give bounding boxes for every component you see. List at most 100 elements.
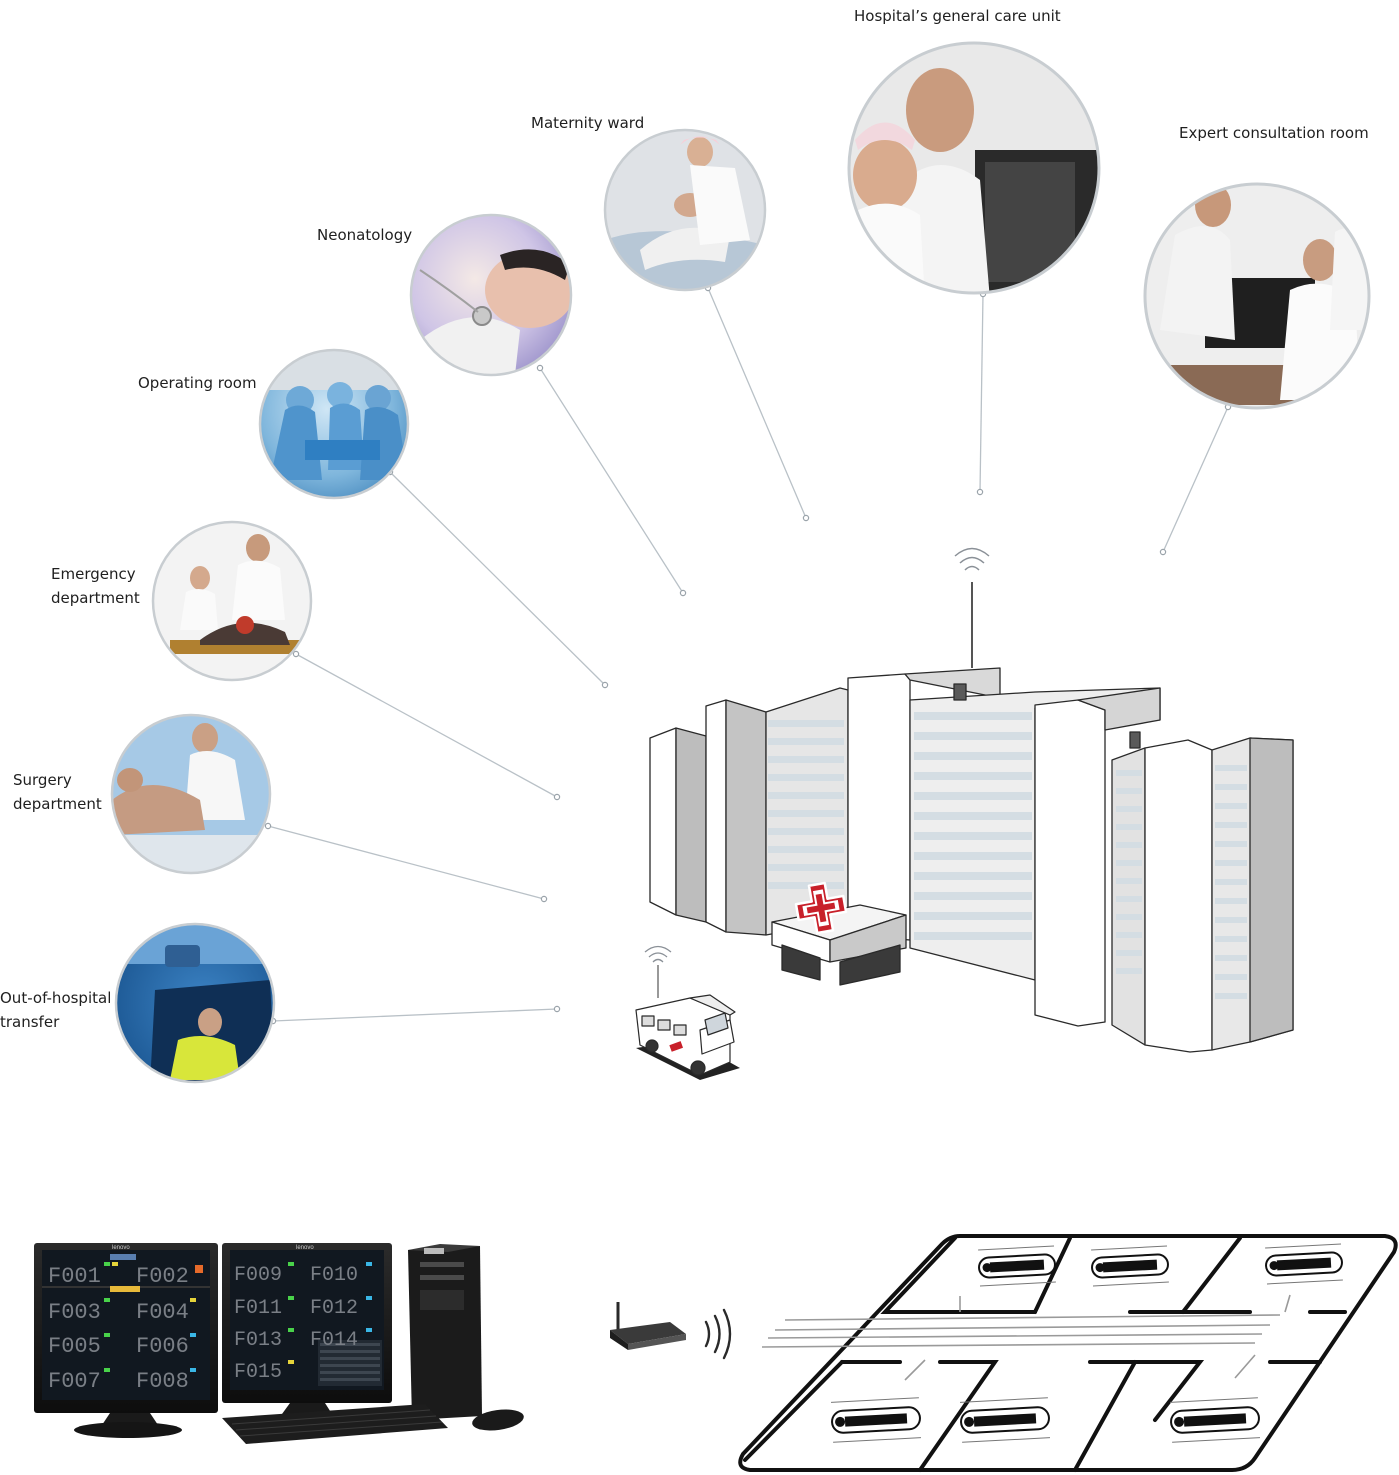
corridor-lines xyxy=(761,1294,1291,1381)
monitor-left-brand: lenovo xyxy=(112,1245,130,1251)
circle-border xyxy=(151,520,313,682)
wireless-router xyxy=(610,1302,732,1360)
bed-label: F009 xyxy=(234,1264,282,1287)
connector-surgery xyxy=(267,825,545,900)
vital-readouts-left xyxy=(104,1262,203,1372)
patient-bed-icon xyxy=(830,1397,922,1443)
monitor-right-brand: lenovo xyxy=(296,1245,314,1251)
monitor-left: F001 F002 F003 F004 F005 F006 F007 F008 … xyxy=(34,1243,218,1438)
circle-border xyxy=(114,922,276,1084)
label-surgery-line2: department xyxy=(13,795,102,813)
bed-label: F011 xyxy=(234,1297,282,1320)
pc-tower xyxy=(408,1246,482,1420)
bed-label: F007 xyxy=(48,1369,101,1394)
dot xyxy=(553,1005,561,1013)
photo-out-of-hospital-transfer xyxy=(114,922,276,1084)
upper-room-walls xyxy=(880,1236,1347,1314)
keyboard-keys xyxy=(231,1409,443,1437)
label-emergency-line1: Emergency xyxy=(51,565,136,583)
circle-border xyxy=(1143,182,1371,410)
patient-bed-icon xyxy=(1265,1243,1343,1285)
windows-right-inner xyxy=(1116,770,1142,974)
ward-floor-plan xyxy=(738,1234,1398,1472)
label-operating-room: Operating room xyxy=(138,374,257,392)
label-out-of-hospital-transfer: Out-of-hospital transfer xyxy=(0,986,111,1034)
label-expert-consultation-room: Expert consultation room xyxy=(1179,124,1369,142)
connector-neonatology xyxy=(539,367,684,594)
dot xyxy=(679,589,687,597)
circle-border xyxy=(603,128,767,292)
roof-vent xyxy=(953,683,967,701)
wifi-signal-icon xyxy=(644,945,672,963)
patient-beds xyxy=(830,1243,1343,1443)
bed-label: F012 xyxy=(310,1297,358,1320)
bed-label: F002 xyxy=(136,1264,189,1289)
wifi-waves-icon xyxy=(704,1308,732,1360)
monitor-left-screen xyxy=(42,1250,210,1400)
photo-maternity-ward xyxy=(603,128,767,292)
label-maternity-ward: Maternity ward xyxy=(531,114,645,132)
bed-label: F004 xyxy=(136,1300,189,1325)
label-emergency-line2: department xyxy=(51,589,140,607)
dot xyxy=(540,895,548,903)
patient-bed-icon xyxy=(978,1245,1056,1287)
windows-left xyxy=(768,720,844,889)
patient-bed-icon xyxy=(959,1397,1051,1443)
connector-general-care xyxy=(979,293,984,493)
patient-bed-icon xyxy=(1091,1245,1169,1287)
pc-brand-badge xyxy=(424,1248,444,1254)
bed-labels-left: F001 F002 F003 F004 F005 F006 F007 F008 xyxy=(48,1264,189,1394)
label-emergency-department: Emergency department xyxy=(51,562,140,610)
wifi-signal-icon xyxy=(954,547,990,571)
bed-label: F005 xyxy=(48,1334,101,1359)
dot xyxy=(1159,548,1167,556)
dot xyxy=(802,514,810,522)
photo-expert-consultation-room xyxy=(1143,182,1371,410)
label-transfer-line1: Out-of-hospital xyxy=(0,989,112,1007)
red-cross-icon xyxy=(794,881,848,935)
monitor-right: F009 F010 F011 F012 F013 F014 F015 lenov… xyxy=(222,1243,392,1414)
windows-right xyxy=(1215,765,1247,999)
roof-vent xyxy=(1129,731,1141,749)
bed-labels-right: F009 F010 F011 F012 F013 F014 F015 xyxy=(234,1264,358,1384)
bed-label: F015 xyxy=(234,1361,282,1384)
bed-label: F001 xyxy=(48,1264,101,1289)
bed-label: F006 xyxy=(136,1334,189,1359)
circle-border xyxy=(258,348,410,500)
hospital-building xyxy=(649,547,1294,1053)
grid-table xyxy=(320,1343,380,1381)
lower-room-walls xyxy=(743,1360,1322,1472)
dot xyxy=(536,364,544,372)
dot xyxy=(601,681,609,689)
connector-operating xyxy=(389,471,606,686)
connector-maternity xyxy=(707,287,807,519)
dot xyxy=(553,793,561,801)
connector-expert xyxy=(1162,406,1229,553)
bed-label: F010 xyxy=(310,1264,358,1287)
bed-label: F008 xyxy=(136,1369,189,1394)
dot xyxy=(292,650,300,658)
label-neonatology: Neonatology xyxy=(317,226,413,244)
photo-general-care-unit xyxy=(847,41,1101,295)
dot xyxy=(976,488,984,496)
photo-surgery-department xyxy=(110,713,272,875)
circle-border xyxy=(847,41,1101,295)
circle-border xyxy=(110,713,272,875)
label-transfer-line2: transfer xyxy=(0,1013,60,1031)
label-general-care-unit: Hospital’s general care unit xyxy=(854,7,1061,25)
keyboard xyxy=(222,1404,448,1444)
bed-label: F013 xyxy=(234,1329,282,1352)
photo-neonatology xyxy=(409,213,573,377)
vital-readouts-right xyxy=(288,1262,372,1364)
ambulance-cross xyxy=(669,1041,684,1052)
windows-center xyxy=(914,712,1032,940)
dot xyxy=(264,822,272,830)
label-surgery-department: Surgery department xyxy=(13,768,102,816)
photo-operating-room xyxy=(258,348,410,500)
patient-bed-icon xyxy=(1169,1397,1261,1443)
ambulance xyxy=(635,945,740,1080)
bed-label: F014 xyxy=(310,1329,358,1352)
connector-transfer xyxy=(272,1008,558,1022)
photo-emergency-department xyxy=(151,520,313,682)
